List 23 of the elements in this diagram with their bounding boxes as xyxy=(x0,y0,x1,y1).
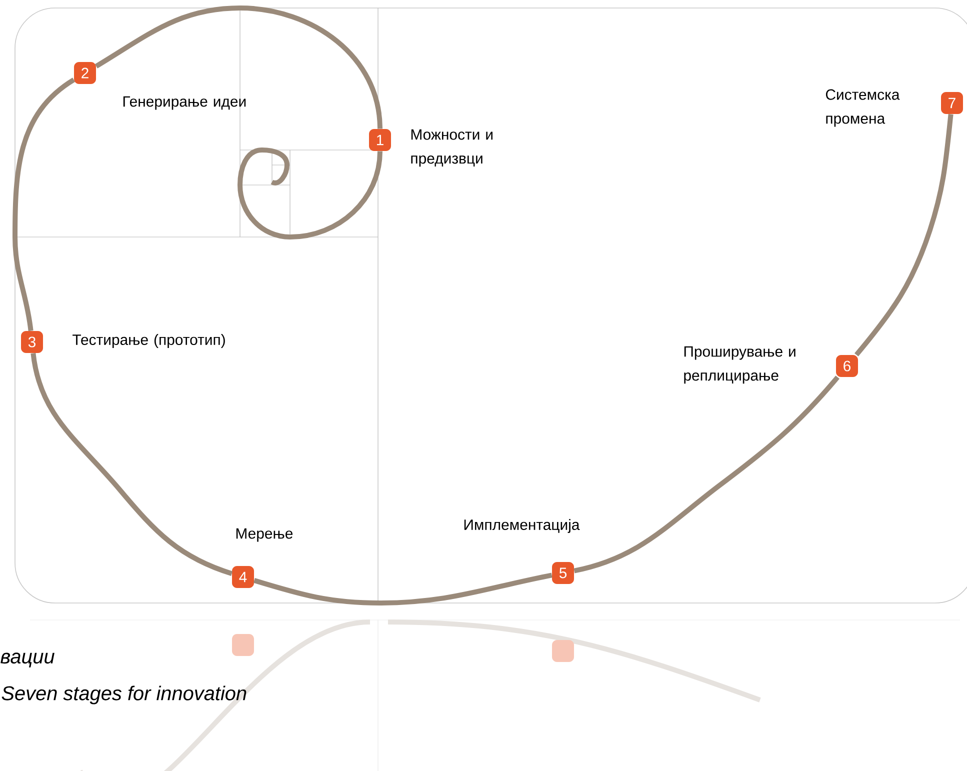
stage-label: Системска промена xyxy=(826,89,900,127)
caption-text: вации xyxy=(0,652,54,668)
stage-label: Проширување и реплицирање xyxy=(684,346,796,384)
number-badge: 4 xyxy=(232,566,254,588)
stage-label: Мерење xyxy=(236,528,293,542)
spiral-line xyxy=(253,572,552,606)
stage-label: Тестирање (прототип) xyxy=(72,334,225,348)
number-badge: 3 xyxy=(21,331,43,353)
spiral-line xyxy=(238,148,382,240)
stage-label: Имплементација xyxy=(464,519,580,533)
stage-label: Можности и предизвци xyxy=(411,129,492,167)
caption-text: Seven stages for innovation xyxy=(2,686,246,704)
spiral-line xyxy=(854,114,954,356)
stage-label: Генерирање идеи xyxy=(123,96,246,110)
number-badge: 7 xyxy=(941,92,963,114)
number-badge: 5 xyxy=(552,562,574,584)
number-badge: 2 xyxy=(74,62,96,84)
spiral-line xyxy=(30,352,233,576)
number-badge: 6 xyxy=(836,355,858,377)
spiral-line xyxy=(574,376,840,574)
spiral-line xyxy=(12,78,76,332)
spiral-line xyxy=(94,6,382,129)
number-badge: 1 xyxy=(369,129,391,151)
